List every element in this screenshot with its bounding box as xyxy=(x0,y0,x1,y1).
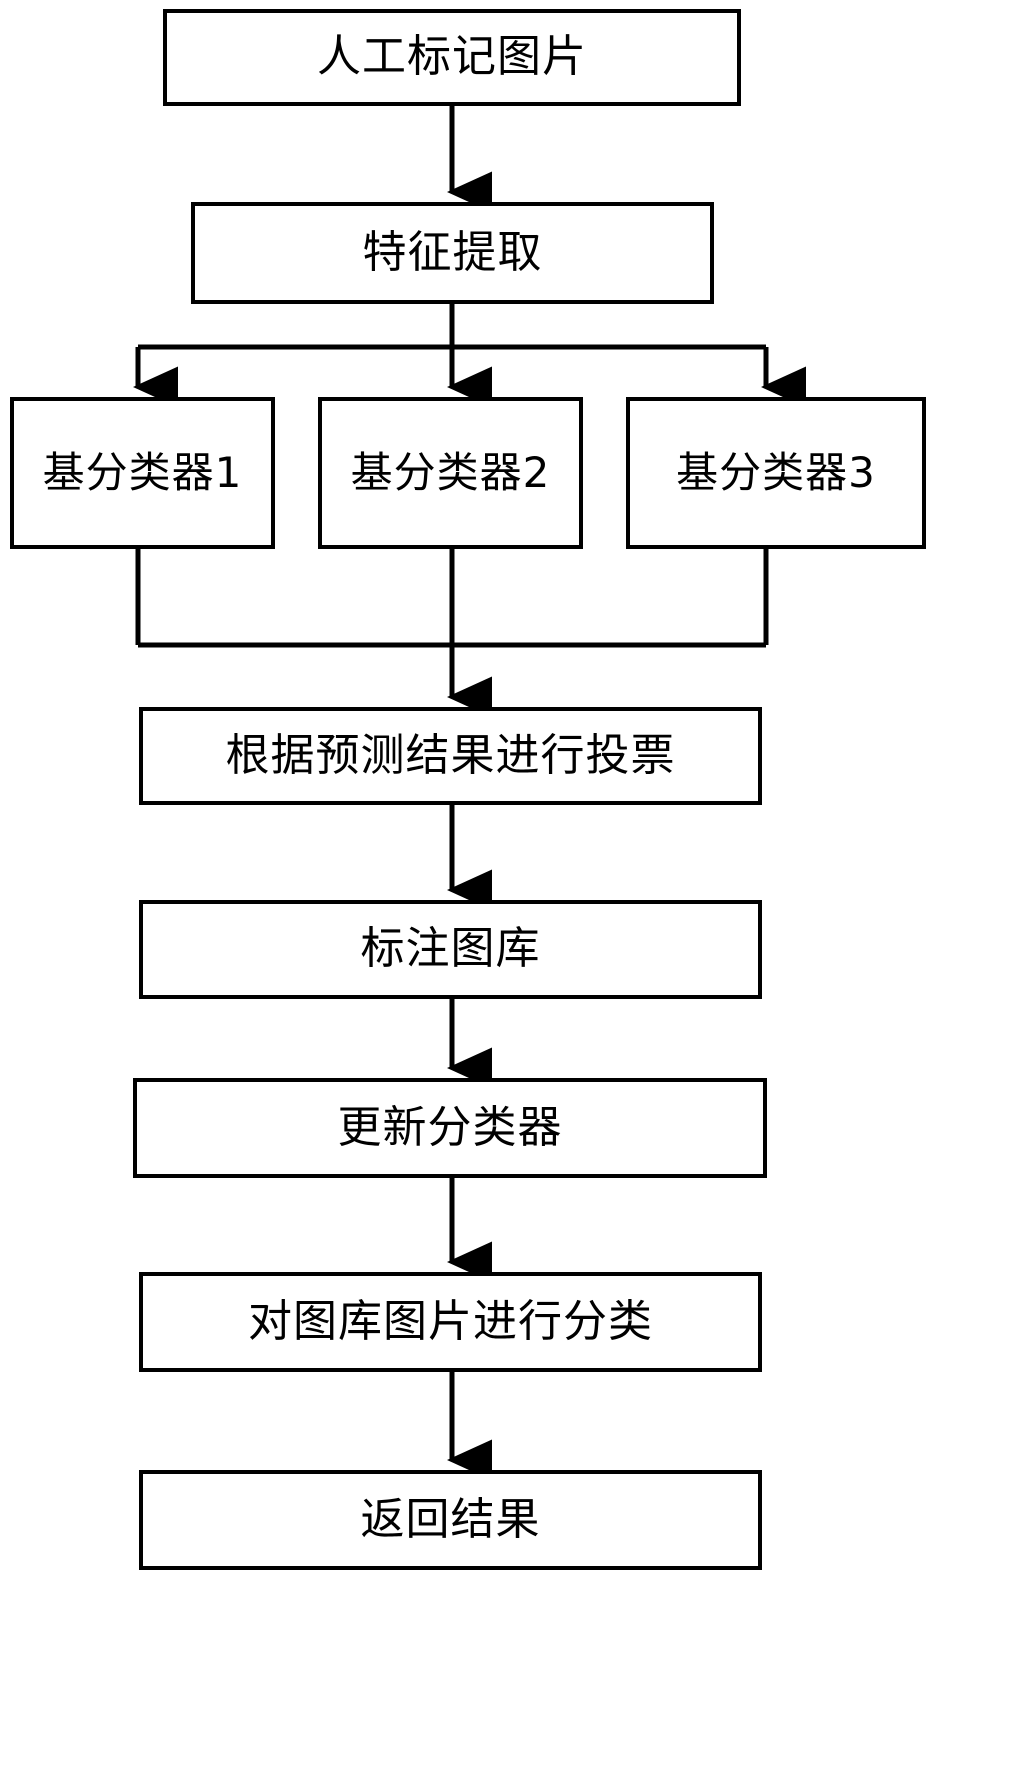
node-vote-on-predictions[interactable]: 根据预测结果进行投票 xyxy=(139,707,762,805)
node-base-classifier-2[interactable]: 基分类器2 xyxy=(318,397,583,549)
node-label: 基分类器1 xyxy=(42,447,243,497)
node-classify-library-images[interactable]: 对图库图片进行分类 xyxy=(139,1272,762,1372)
node-label: 对图库图片进行分类 xyxy=(248,1295,653,1347)
node-annotated-image-library[interactable]: 标注图库 xyxy=(139,900,762,999)
node-return-result[interactable]: 返回结果 xyxy=(139,1470,762,1570)
node-base-classifier-1[interactable]: 基分类器1 xyxy=(10,397,275,549)
node-label: 基分类器3 xyxy=(676,447,876,497)
node-base-classifier-3[interactable]: 基分类器3 xyxy=(626,397,926,549)
node-label: 根据预测结果进行投票 xyxy=(225,729,676,781)
node-label: 基分类器2 xyxy=(350,447,551,497)
node-label: 标注图库 xyxy=(360,923,541,975)
node-manual-labeled-images[interactable]: 人工标记图片 xyxy=(163,9,741,106)
node-label: 返回结果 xyxy=(360,1493,541,1545)
node-label: 特征提取 xyxy=(362,226,543,278)
node-label: 人工标记图片 xyxy=(317,31,587,83)
node-update-classifier[interactable]: 更新分类器 xyxy=(133,1078,767,1178)
node-label: 更新分类器 xyxy=(337,1101,563,1153)
node-feature-extraction[interactable]: 特征提取 xyxy=(191,202,714,304)
